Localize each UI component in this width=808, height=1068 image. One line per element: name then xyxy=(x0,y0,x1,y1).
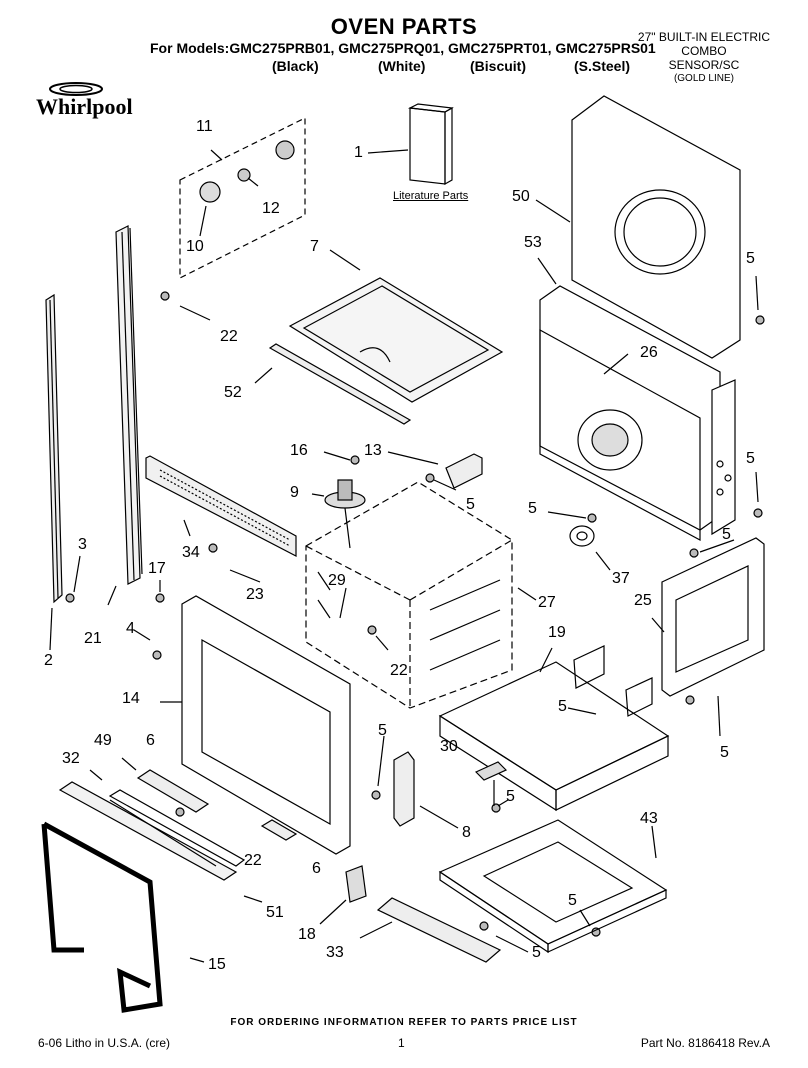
color-biscuit: (Biscuit) xyxy=(470,58,526,74)
callout-15: 15 xyxy=(208,956,226,973)
callout-18: 18 xyxy=(298,926,316,943)
callout-29: 29 xyxy=(328,572,346,589)
vent-panel xyxy=(145,455,297,557)
rear-panel xyxy=(571,95,741,359)
literature-book xyxy=(367,103,454,186)
callout-23: 23 xyxy=(246,586,264,603)
element-gasket xyxy=(569,525,595,547)
callout-5: 5 xyxy=(466,496,475,513)
callout-43: 43 xyxy=(640,810,658,827)
mounting-bracket xyxy=(445,453,483,489)
heat-shield xyxy=(438,645,670,812)
callout-49: 49 xyxy=(94,732,112,749)
callout-8: 8 xyxy=(462,824,471,841)
print-info: 6-06 Litho in U.S.A. (cre) xyxy=(38,1036,171,1050)
page-title: OVEN PARTS xyxy=(330,14,478,39)
callout-5: 5 xyxy=(528,500,537,517)
callout-5: 5 xyxy=(746,450,755,467)
product-line-4: (GOLD LINE) xyxy=(673,73,734,84)
product-line-2: COMBO xyxy=(681,44,727,58)
callout-22: 22 xyxy=(390,662,408,679)
callout-25: 25 xyxy=(634,592,652,609)
callout-37: 37 xyxy=(612,570,630,587)
callout-11: 11 xyxy=(196,118,213,135)
callout-13: 13 xyxy=(364,442,382,459)
whirlpool-logo: Whirlpool xyxy=(36,80,176,125)
cavity-racks xyxy=(317,571,501,671)
callout-12: 12 xyxy=(262,200,280,217)
callout-5: 5 xyxy=(722,526,731,543)
callout-6: 6 xyxy=(312,860,321,877)
callout-4: 4 xyxy=(126,620,135,637)
callout-10: 10 xyxy=(186,238,204,255)
part-number: Part No. 8186418 Rev.A xyxy=(640,1036,770,1050)
oven-cavity xyxy=(305,481,513,709)
product-line-1: 27" BUILT-IN ELECTRIC xyxy=(637,30,770,44)
handle-strip xyxy=(108,789,246,867)
door-bracket xyxy=(393,751,415,827)
callout-5: 5 xyxy=(720,744,729,761)
callout-34: 34 xyxy=(182,544,200,561)
callout-5: 5 xyxy=(568,892,577,909)
callout-14: 14 xyxy=(122,690,140,707)
door-trim xyxy=(58,781,238,881)
small-bracket xyxy=(474,761,508,806)
callout-32: 32 xyxy=(62,750,80,767)
product-line-3: SENSOR/SC xyxy=(668,58,740,72)
logo-swirl-icon: Whirlpool xyxy=(36,82,133,119)
spacer-blocks xyxy=(136,769,298,841)
callout-1: 1 xyxy=(354,144,363,161)
callout-21: 21 xyxy=(84,630,102,647)
ordering-note: FOR ORDERING INFORMATION REFER TO PARTS … xyxy=(230,1017,578,1028)
callout-16: 16 xyxy=(290,442,308,459)
callout-5: 5 xyxy=(506,788,515,805)
bottom-trim xyxy=(376,897,502,963)
door-gasket xyxy=(41,821,163,1013)
callout-7: 7 xyxy=(310,238,319,255)
callout-22: 22 xyxy=(244,852,262,869)
literature-parts-label: Literature Parts xyxy=(393,190,469,202)
temperature-sensor xyxy=(324,479,366,549)
page-number: 1 xyxy=(398,1036,405,1050)
vent-rail xyxy=(115,225,143,585)
color-black: (Black) xyxy=(272,58,319,74)
callout-22: 22 xyxy=(220,328,238,345)
callout-52: 52 xyxy=(224,384,242,401)
gasket-strip xyxy=(268,343,412,425)
callout-19: 19 xyxy=(548,624,566,641)
back-wall xyxy=(539,285,736,542)
color-white: (White) xyxy=(378,58,426,74)
callout-53: 53 xyxy=(524,234,542,251)
door-window xyxy=(288,277,504,403)
callout-9: 9 xyxy=(290,484,299,501)
callout-6: 6 xyxy=(146,732,155,749)
callout-5: 5 xyxy=(532,944,541,961)
callout-17: 17 xyxy=(148,560,166,577)
latch-bracket xyxy=(345,865,367,903)
color-steel: (S.Steel) xyxy=(574,58,631,74)
callout-3: 3 xyxy=(78,536,87,553)
callout-5: 5 xyxy=(746,250,755,267)
product-description: 27" BUILT-IN ELECTRIC COMBO SENSOR/SC (G… xyxy=(638,30,770,86)
side-trim-left xyxy=(45,293,63,604)
models-line: For Models:GMC275PRB01, GMC275PRQ01, GMC… xyxy=(150,40,656,56)
logo-text: Whirlpool xyxy=(36,94,133,119)
front-frame xyxy=(181,595,351,855)
bottom-tray xyxy=(438,819,668,954)
side-bracket xyxy=(661,537,765,697)
callout-5: 5 xyxy=(378,722,387,739)
knob-kit xyxy=(179,117,306,279)
callout-26: 26 xyxy=(640,344,658,361)
callout-30: 30 xyxy=(440,738,458,755)
callout-51: 51 xyxy=(266,904,284,921)
callout-5: 5 xyxy=(558,698,567,715)
callout-2: 2 xyxy=(44,652,53,669)
callout-33: 33 xyxy=(326,944,344,961)
callout-50: 50 xyxy=(512,188,530,205)
callout-27: 27 xyxy=(538,594,556,611)
